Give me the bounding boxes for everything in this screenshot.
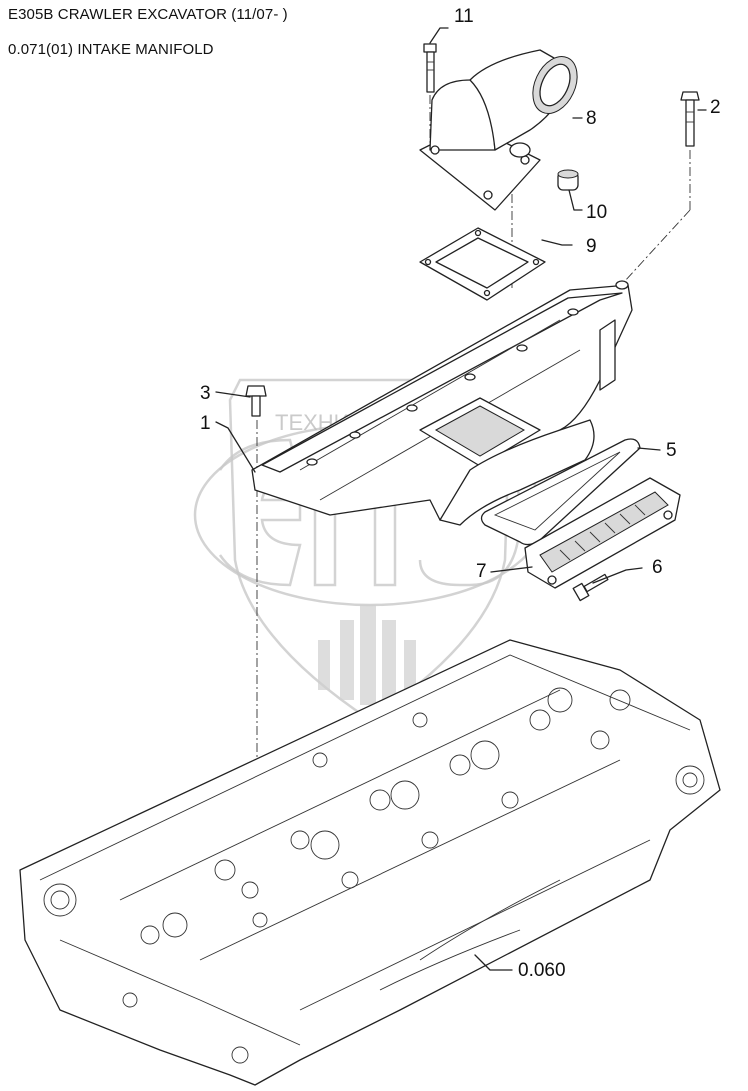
callout-7: 7 <box>476 561 487 582</box>
part-10-plug[interactable] <box>557 169 579 191</box>
callout-5: 5 <box>666 440 677 461</box>
part-8-elbow[interactable] <box>419 49 586 211</box>
leader-lines <box>215 27 707 971</box>
callout-11: 11 <box>454 6 474 27</box>
callout-0060: 0.060 <box>518 960 566 981</box>
part-5-gasket[interactable] <box>480 438 641 546</box>
callout-1: 1 <box>200 413 211 434</box>
part-1-intake-manifold[interactable] <box>251 280 633 526</box>
callout-9: 9 <box>586 236 597 257</box>
part-6-screw[interactable] <box>572 573 609 602</box>
callout-6: 6 <box>652 557 663 578</box>
callout-labels: 11 2 8 10 9 3 1 5 6 7 0.060 <box>200 6 721 981</box>
callout-2: 2 <box>710 97 721 118</box>
part-11-bolt[interactable] <box>423 43 437 93</box>
callout-8: 8 <box>586 108 597 129</box>
part-0060-cylinder-head <box>19 639 721 1086</box>
diagram-title: E305B CRAWLER EXCAVATOR (11/07- ) <box>8 6 288 23</box>
section-title: 0.071(01) INTAKE MANIFOLD <box>8 41 214 58</box>
part-2-bolt[interactable] <box>680 91 700 147</box>
callout-3: 3 <box>200 383 211 404</box>
part-9-gasket[interactable] <box>419 227 546 301</box>
callout-10: 10 <box>586 202 607 223</box>
part-3-bolt[interactable] <box>245 385 267 417</box>
part-7-heater[interactable] <box>524 477 681 589</box>
